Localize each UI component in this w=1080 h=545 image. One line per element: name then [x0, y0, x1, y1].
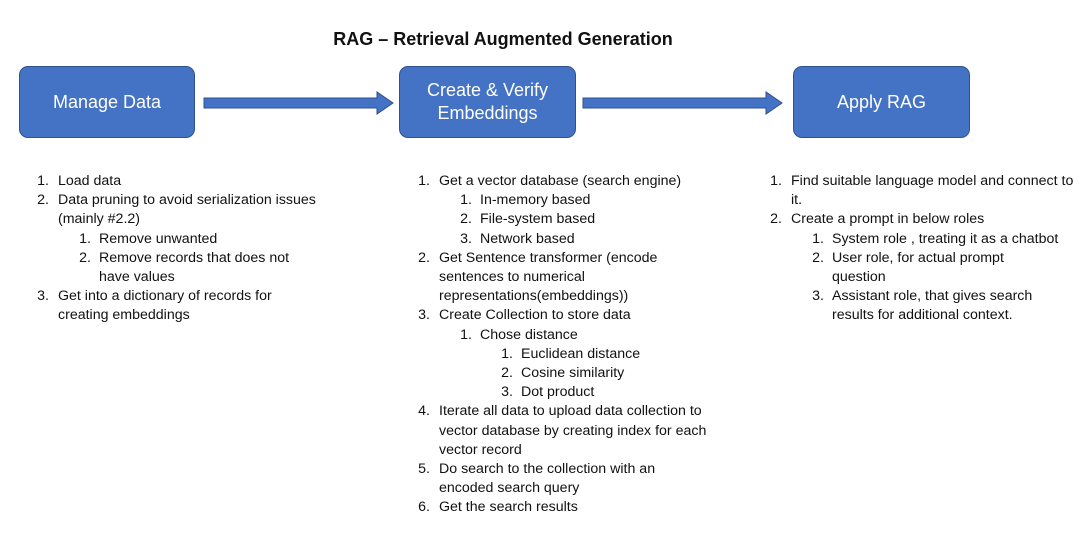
list-item: 6. Get the search results	[418, 499, 578, 516]
manage-data-steps: 1. Load data 2. Data pruning to avoid se…	[37, 172, 318, 326]
list-item: 1. In-memory based	[460, 192, 591, 209]
list-item: 3. Dot product	[501, 384, 595, 401]
list-item: 5. Do search to the collection with an e…	[418, 461, 656, 497]
list-item: 1. System role , treating it as a chatbo…	[812, 230, 1059, 247]
list-item: 1. Load data	[37, 173, 122, 189]
apply-rag-steps: 1. Find suitable language model and conn…	[770, 172, 1076, 326]
arrow-right-icon	[203, 91, 394, 115]
list-item: 2. Cosine similarity	[501, 365, 625, 382]
list-item: 1. Chose distance 1. Euclidean distance …	[460, 326, 729, 403]
list-item: 4. Iterate all data to upload data colle…	[418, 403, 707, 458]
stage-label-line1: Apply RAG	[836, 91, 927, 112]
list-item: 1. Remove unwanted	[79, 230, 218, 247]
list-item: 3. Network based	[460, 230, 575, 247]
list-item: 2. File-system based	[460, 211, 596, 228]
stage-label-line1: Manage Data	[52, 91, 162, 112]
list-item: 2. Create a prompt in below roles 1. Sys…	[770, 210, 1076, 325]
list-item: 2. Data pruning to avoid serialization i…	[37, 191, 318, 287]
stage-create-verify-embeddings: Create & Verify Embeddings	[399, 66, 576, 138]
stage-manage-data: Manage Data	[19, 66, 195, 138]
list-item: 2. Remove records that does not have val…	[79, 249, 290, 286]
list-item: 1. Find suitable language model and conn…	[770, 173, 1074, 209]
stage-label-line2: Embeddings	[437, 103, 538, 123]
list-item: 1. Get a vector database (search engine)…	[418, 172, 729, 249]
list-item: 2. Get Sentence transformer (encode sent…	[418, 249, 658, 305]
stage-label-line1: Create & Verify	[426, 80, 549, 100]
list-item: 3. Get into a dictionary of records for …	[37, 288, 272, 324]
list-item: 3. Assistant role, that gives search res…	[812, 288, 1033, 324]
list-item: 1. Euclidean distance	[501, 345, 641, 362]
embedding-steps: 1. Get a vector database (search engine)…	[418, 172, 729, 518]
diagram-title: RAG – Retrieval Augmented Generation	[333, 29, 673, 49]
list-item: 2. User role, for actual prompt question	[812, 249, 1004, 286]
stage-apply-rag: Apply RAG	[793, 66, 970, 138]
list-item: 3. Create Collection to store data 1. Ch…	[418, 306, 729, 403]
arrow-right-icon	[582, 91, 783, 115]
